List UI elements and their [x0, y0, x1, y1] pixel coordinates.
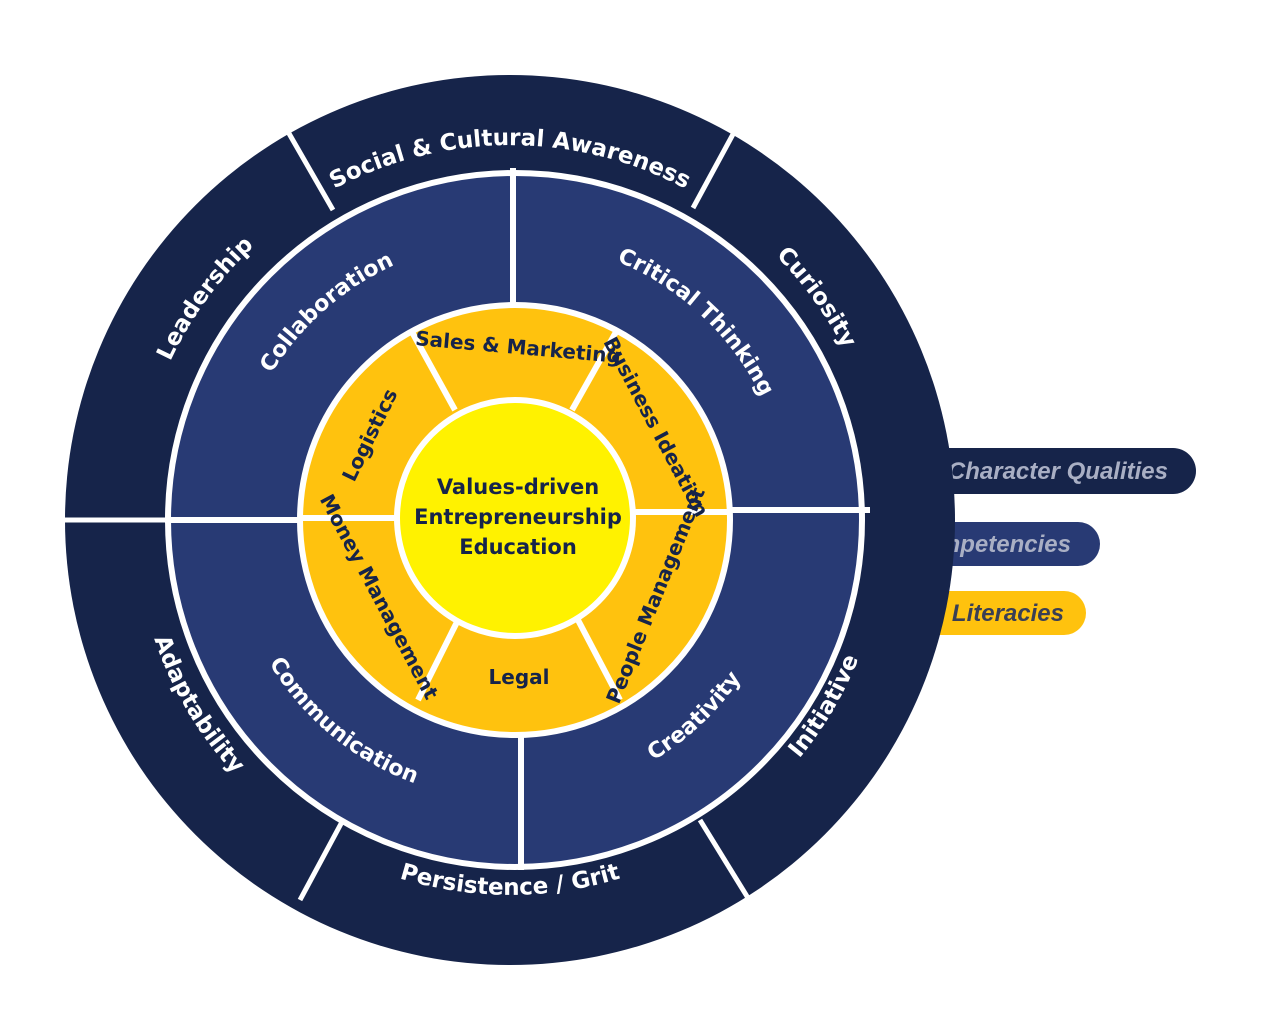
center-line-3: Education	[459, 535, 577, 559]
outer-dividers	[60, 123, 751, 902]
inner-dividers	[300, 330, 730, 702]
center-line-2: Entrepreneurship	[414, 505, 622, 529]
center-circle	[394, 397, 636, 639]
foundational-literacy: Legal	[489, 665, 550, 689]
center-title: Values-driven Entrepreneurship Education	[414, 475, 622, 559]
legend-character-qualities-label: Character Qualities	[948, 458, 1168, 485]
middle-dividers	[165, 168, 870, 870]
center-line-1: Values-driven	[437, 475, 599, 499]
